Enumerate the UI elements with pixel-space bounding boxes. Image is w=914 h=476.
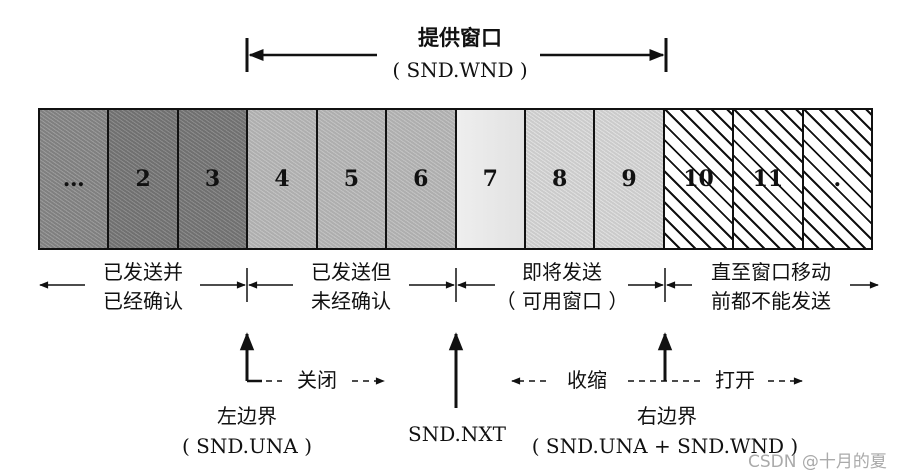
region-sent-unacked-label: 已发送但 未经确认 <box>311 260 391 313</box>
right-edge-open-label: 打开 <box>715 368 755 392</box>
left-edge-subtitle: ( SND.UNA ) <box>182 434 312 458</box>
left-edge-title: 左边界 <box>217 404 277 428</box>
cell-usable-window: 8 <box>525 110 596 248</box>
cell-sent-acked: 3 <box>178 110 249 248</box>
cell-cannot-send: 10 <box>664 110 735 248</box>
send-sequence-strip: … 2 3 4 5 6 7 8 9 10 11 . <box>38 108 873 250</box>
cell-usable-window: 7 <box>456 110 526 248</box>
region-usable-window-label: 即将发送 （ 可用窗口 ） <box>495 260 629 313</box>
watermark: CSDN @十月的夏 <box>748 452 887 472</box>
cell-sent-acked: … <box>40 110 110 248</box>
right-edge-title: 右边界 <box>637 404 697 428</box>
region-cannot-send-label: 直至窗口移动 前都不能发送 <box>711 260 831 313</box>
cell-cannot-send: . <box>803 110 872 248</box>
cell-sent-unacked: 6 <box>387 110 457 248</box>
cell-sent-unacked: 5 <box>317 110 388 248</box>
cell-sent-acked: 2 <box>109 110 179 248</box>
right-edge-subtitle: ( SND.UNA + SND.WND ) <box>531 434 799 458</box>
cell-usable-window: 9 <box>595 110 665 248</box>
left-edge-close-label: 关闭 <box>297 368 337 392</box>
offered-window-title: 提供窗口 <box>418 25 502 50</box>
region-sent-acked-label: 已发送并 已经确认 <box>103 260 183 313</box>
snd-nxt-label: SND.NXT <box>408 422 506 446</box>
right-edge-shrink-label: 收缩 <box>567 368 607 392</box>
cell-sent-unacked: 4 <box>248 110 318 248</box>
offered-window-subtitle: ( SND.WND ) <box>392 58 528 82</box>
cell-cannot-send: 11 <box>734 110 804 248</box>
